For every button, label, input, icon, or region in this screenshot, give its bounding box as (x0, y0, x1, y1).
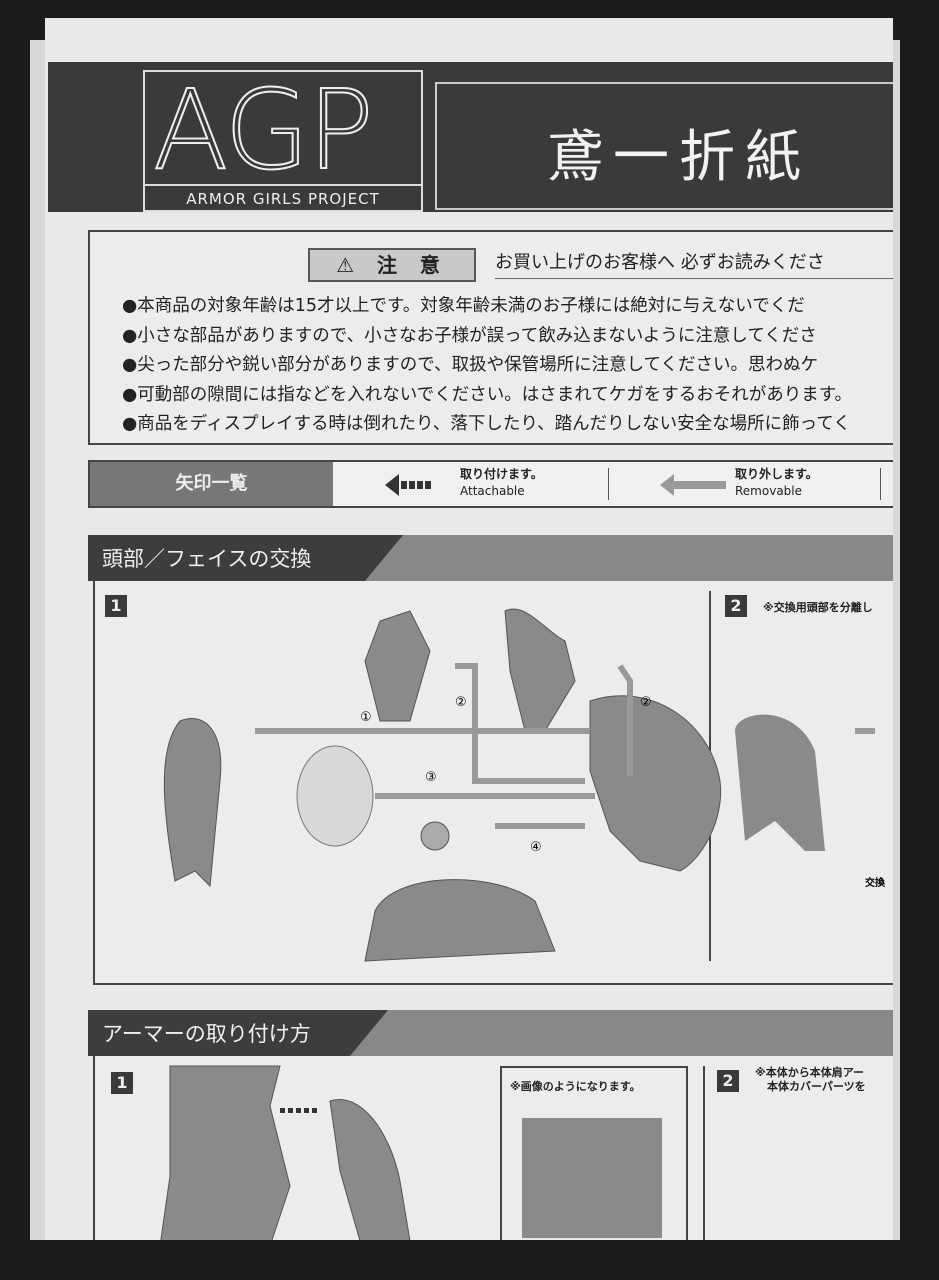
body-part (160, 1065, 291, 1240)
step-label: ① (360, 710, 372, 725)
divider (608, 468, 609, 500)
step-label: ② (640, 695, 652, 710)
head-parts-diagram: ① ② ② ③ ④ 交換 (163, 608, 886, 962)
caution-item: ●本商品の対象年齢は15才以上です。対象年齢未満のお子様には絶対に与えないでくだ (122, 296, 805, 316)
attach-arrow-icon (385, 474, 431, 496)
step-number: 1 (111, 1072, 133, 1094)
header-band: AGP ARMOR GIRLS PROJECT 鳶一折紙 (48, 62, 893, 212)
armor-part (329, 1099, 411, 1240)
step-number: 2 (725, 595, 747, 617)
section-header-head: 頭部／フェイスの交換 (88, 535, 893, 581)
step-number: 1 (105, 595, 127, 617)
result-inset: ※画像のようになります。 (500, 1066, 688, 1240)
arrow-legend: 矢印一覧 取り付けます。 Attachable 取り外します。 Removable (88, 460, 893, 508)
caution-intro: お買い上げのお客様へ 必ずお読みくださ (495, 248, 893, 279)
step-label: ② (455, 695, 467, 710)
caution-item: ●尖った部分や鋭い部分がありますので、取扱や保管場所に注意してください。思わぬケ (122, 355, 819, 375)
attach-jp: 取り付けます。 (460, 467, 543, 481)
logo-subtitle: ARMOR GIRLS PROJECT (145, 184, 421, 210)
armor-image (522, 1118, 662, 1238)
section-title: 頭部／フェイスの交換 (102, 547, 312, 571)
caution-item: ●小さな部品がありますので、小さなお子様が誤って飲み込まないように注意してくださ (122, 325, 817, 346)
remove-jp: 取り外します。 (735, 467, 818, 481)
arrow-legend-label: 矢印一覧 (90, 462, 333, 506)
caution-item: ●可動部の隙間には指などを入れないでください。はさまれてケガをするおそれがありま… (122, 384, 852, 405)
hair-front-part (589, 695, 722, 872)
divider (880, 468, 881, 500)
hair-part (364, 610, 431, 722)
armor-panel: 1 ※画像のようになります。 2 ※本体から本体肩アー 本体カバーパーツを (93, 1056, 893, 1240)
title-box: 鳶一折紙 (435, 82, 893, 210)
section-header-armor: アーマーの取り付け方 (88, 1010, 893, 1056)
inset-note: ※画像のようになります。 (510, 1080, 641, 1093)
instruction-sheet: AGP ARMOR GIRLS PROJECT 鳶一折紙 ⚠ 注 意 お買い上げ… (45, 18, 893, 1240)
logo-text: AGP (152, 65, 375, 195)
attach-en: Attachable (460, 484, 525, 498)
head-exchange-panel: 1 2 ※交換用頭部を分離し ① ② ② ③ ④ 交換 (93, 581, 893, 985)
caution-list: ●本商品の対象年齢は15才以上です。対象年齢未満のお子様には絶対に与えないでくだ… (122, 292, 893, 440)
step-label: ③ (425, 770, 437, 785)
hair-back-part (163, 718, 222, 888)
step-note: ※本体から本体肩アー (755, 1066, 865, 1079)
agp-logo: AGP ARMOR GIRLS PROJECT (143, 65, 423, 212)
step-note: 本体カバーパーツを (767, 1080, 866, 1093)
body-part (364, 879, 556, 962)
remove-legend: 取り外します。 Removable (735, 466, 818, 500)
step-label: ④ (530, 840, 542, 855)
remove-arrow-icon (660, 474, 726, 496)
step-number: 2 (717, 1070, 739, 1092)
attach-legend: 取り付けます。 Attachable (460, 466, 543, 500)
step-note: ※交換用頭部を分離し (763, 601, 873, 614)
face-part (296, 745, 374, 847)
armor-diagram (160, 1065, 411, 1240)
neck-joint (420, 821, 450, 851)
hair-part (504, 608, 576, 732)
step-caption: 交換 (865, 876, 886, 889)
character-name: 鳶一折紙 (547, 125, 811, 190)
divider (703, 1066, 705, 1240)
caution-box: ⚠ 注 意 お買い上げのお客様へ 必ずお読みくださ ●本商品の対象年齢は15才以… (88, 230, 893, 445)
caution-badge: ⚠ 注 意 (308, 248, 476, 282)
hair-part (735, 714, 825, 851)
section-title: アーマーの取り付け方 (102, 1022, 311, 1046)
caution-item: ●商品をディスプレイする時は倒れたり、落下したり、踏んだりしない安全な場所に飾っ… (122, 414, 851, 434)
remove-en: Removable (735, 484, 803, 498)
